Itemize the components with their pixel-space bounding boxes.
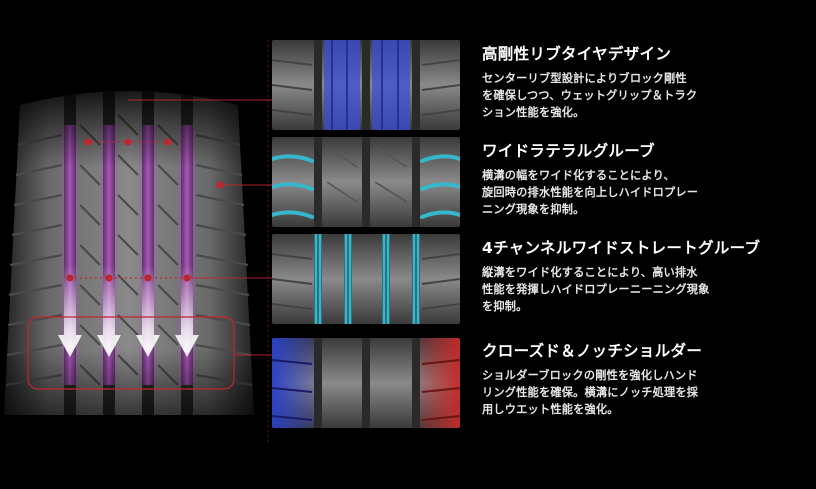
panel-wide-lateral-groove (272, 137, 460, 227)
feature-description: 縦溝をワイド化することにより、高い排水 性能を発揮しハイドロプレーニーニング現象… (482, 264, 812, 315)
description-line: 縦溝をワイド化することにより、高い排水 (482, 266, 698, 279)
description-line: 性能を発揮しハイドロプレーニーニング現象 (482, 283, 710, 296)
description-line: を抑制。 (482, 300, 528, 313)
description-line: ショルダーブロックの剛性を強化しハンド (482, 369, 698, 382)
description-line: ニング現象を抑制。 (482, 203, 585, 216)
feature-description: 横溝の幅をワイド化することにより、 旋回時の排水性能を向上しハイドロプレー ニン… (482, 167, 812, 218)
feature-title: 4チャンネルワイドストレートグルーブ (482, 239, 761, 257)
description-line: 旋回時の排水性能を向上しハイドロプレー (482, 186, 699, 199)
feature-title: クローズド＆ノッチショルダー (482, 342, 703, 360)
feature-title: 高剛性リブタイヤデザイン (482, 45, 672, 63)
feature-rib-design: 高剛性リブタイヤデザイン センターリブ型設計によりブロック剛性 を確保しつつ、ウ… (482, 44, 812, 121)
description-line: リング性能を確保。横溝にノッチ処理を採 (482, 386, 699, 399)
feature-title: ワイドラテラルグルーブ (482, 142, 655, 160)
description-line: ション性能を強化。 (482, 106, 585, 119)
panel-closed-notch-shoulder (272, 338, 460, 428)
feature-closed-notch-shoulder: クローズド＆ノッチショルダー ショルダーブロックの剛性を強化しハンド リング性能… (482, 341, 812, 418)
feature-description: センターリブ型設計によりブロック剛性 を確保しつつ、ウェットグリップ＆トラク シ… (482, 70, 812, 121)
description-line: 横溝の幅をワイド化することにより、 (482, 169, 675, 182)
feature-wide-lateral-groove: ワイドラテラルグルーブ 横溝の幅をワイド化することにより、 旋回時の排水性能を向… (482, 141, 812, 218)
description-line: を確保しつつ、ウェットグリップ＆トラク (482, 89, 698, 102)
feature-description: ショルダーブロックの剛性を強化しハンド リング性能を確保。横溝にノッチ処理を採 … (482, 367, 812, 418)
panel-4-channel-groove (272, 234, 460, 324)
tire-tread-illustration (0, 85, 258, 415)
panel-rib-design (272, 40, 460, 130)
description-line: センターリブ型設計によりブロック剛性 (482, 72, 687, 85)
feature-4-channel-groove: 4チャンネルワイドストレートグルーブ 縦溝をワイド化することにより、高い排水 性… (482, 238, 812, 315)
description-line: 用しウエット性能を強化。 (482, 403, 619, 416)
